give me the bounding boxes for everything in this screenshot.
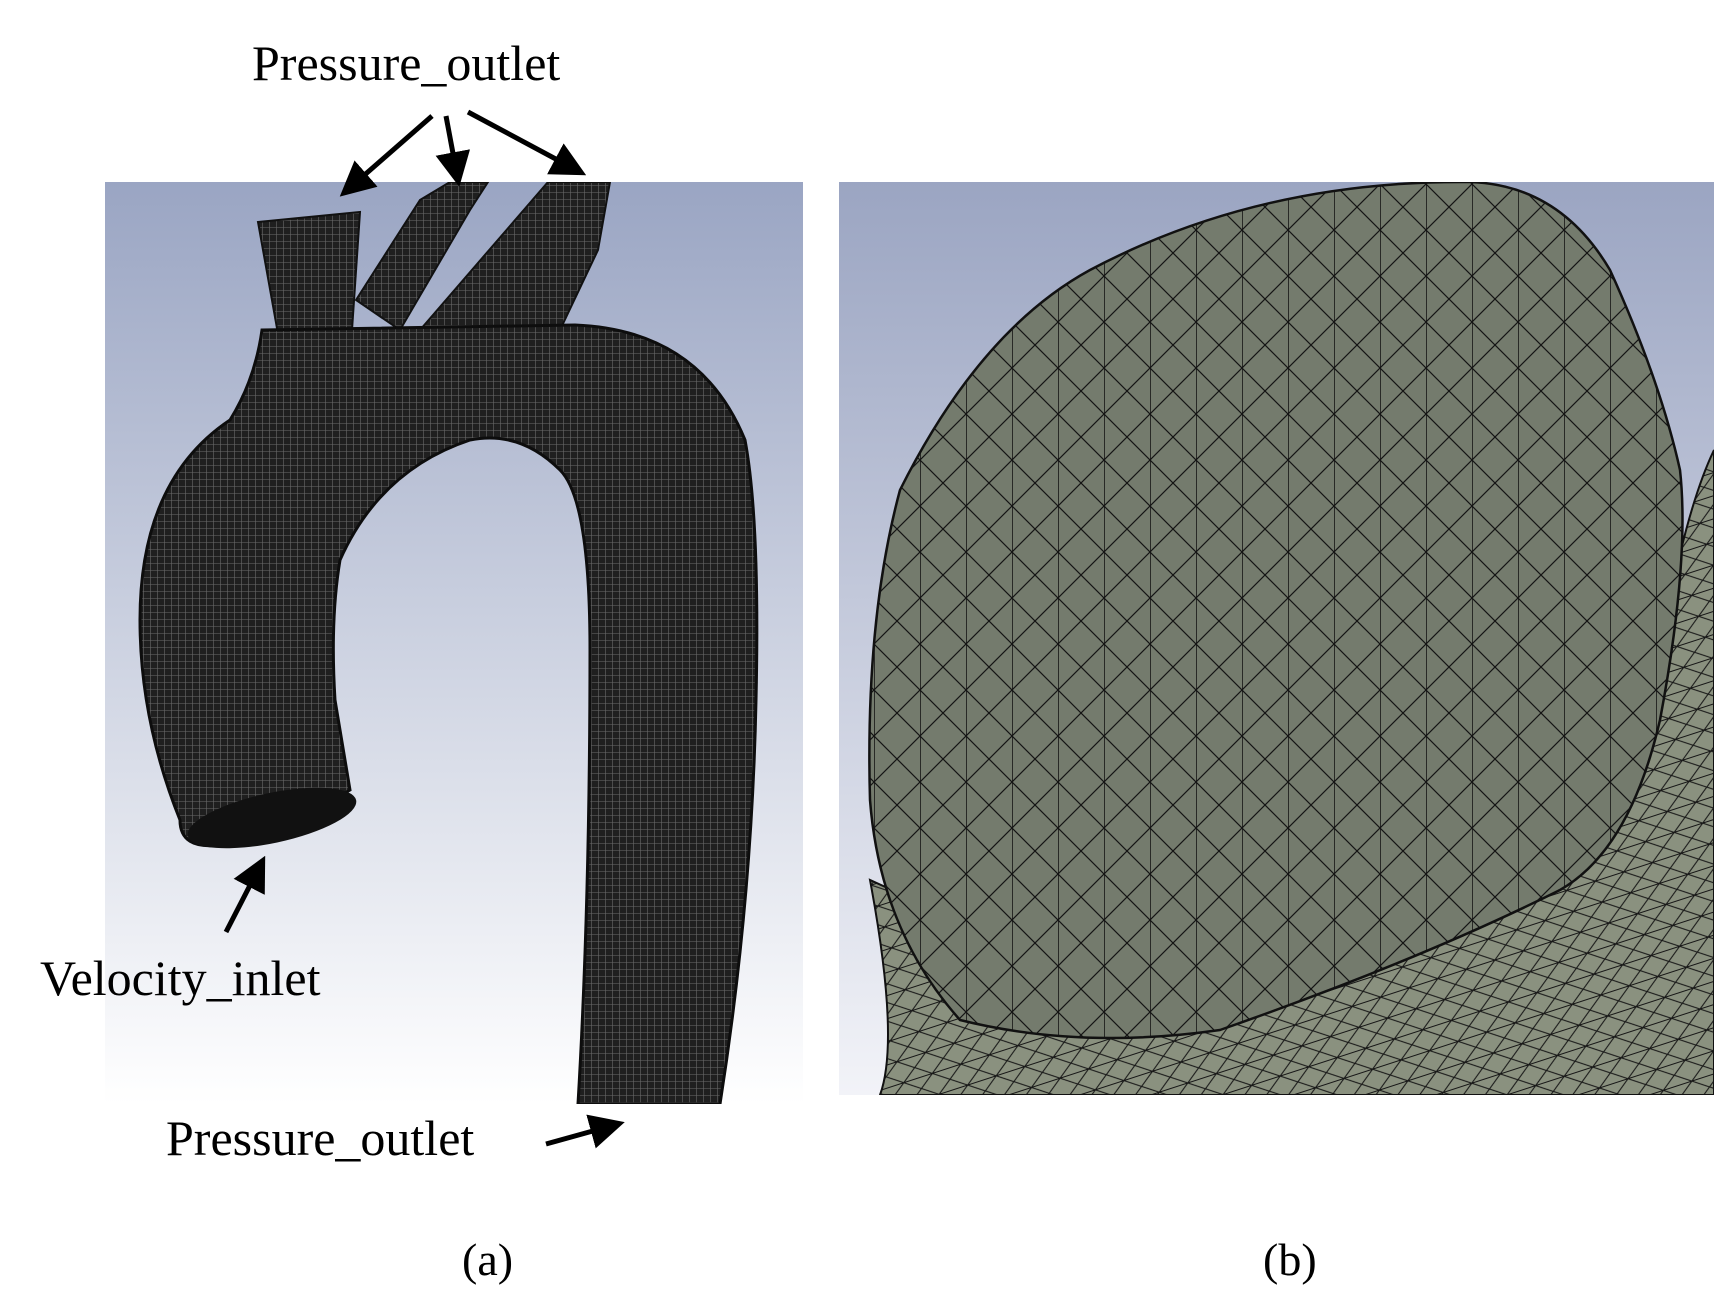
velocity-inlet-label: Velocity_inlet bbox=[40, 950, 321, 1006]
outlet-cross-section-mesh bbox=[868, 182, 1714, 1095]
panel-b-viewport bbox=[839, 182, 1714, 1095]
arrow-to-outlet-2 bbox=[435, 115, 471, 187]
arrow-to-bottom-outlet bbox=[545, 1114, 625, 1149]
caption-b: (b) bbox=[1263, 1234, 1317, 1285]
arrows bbox=[223, 109, 625, 1149]
panel-a-viewport bbox=[105, 182, 803, 1104]
arrow-to-outlet-1 bbox=[339, 114, 434, 197]
caption-a: (a) bbox=[462, 1234, 514, 1285]
arrow-to-inlet bbox=[223, 855, 266, 934]
aorta-mesh-model bbox=[138, 182, 759, 1104]
pressure-outlet-bottom-label: Pressure_outlet bbox=[166, 1110, 475, 1166]
pressure-outlet-top-label: Pressure_outlet bbox=[252, 35, 561, 91]
arrow-to-outlet-3 bbox=[466, 109, 587, 176]
